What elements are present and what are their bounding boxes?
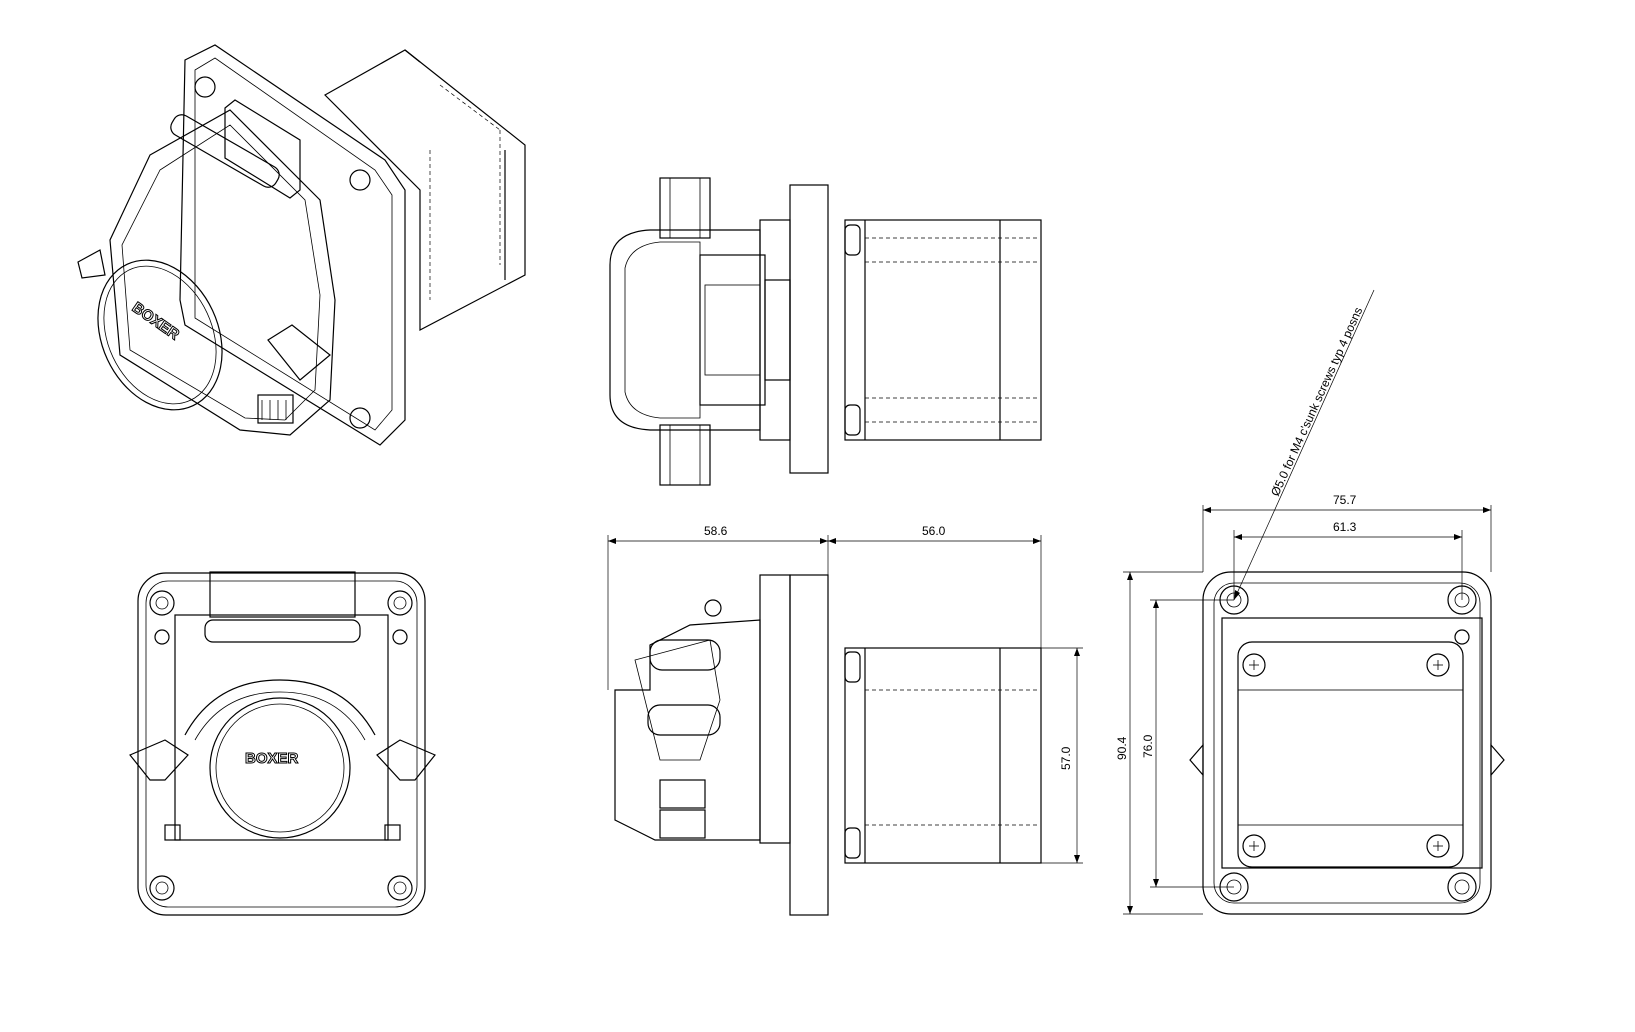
brand-label-isometric: BOXER [129, 299, 183, 344]
side-view [614, 574, 1042, 916]
brand-label-front: BOXER [245, 750, 299, 767]
dim-75-7: 75.7 [1333, 493, 1357, 507]
dim-56-0: 56.0 [922, 524, 946, 538]
rear-view-dimensions: 75.7 61.3 90.4 76.0 Ø5.0 for M4 c'sunk s… [1115, 289, 1492, 915]
rear-view [1189, 571, 1505, 915]
dim-57-0: 57.0 [1059, 746, 1073, 770]
dim-58-6: 58.6 [704, 524, 728, 538]
front-view: BOXER [129, 571, 436, 916]
dim-61-3: 61.3 [1333, 520, 1357, 534]
screw-annotation: Ø5.0 for M4 c'sunk screws typ 4 posns [1268, 305, 1365, 498]
isometric-view: BOXER [77, 44, 526, 446]
dim-76-0: 76.0 [1141, 734, 1155, 758]
top-view [609, 177, 1042, 486]
side-view-dimensions: 58.6 56.0 57.0 [607, 524, 1083, 864]
dim-90-4: 90.4 [1115, 736, 1129, 760]
